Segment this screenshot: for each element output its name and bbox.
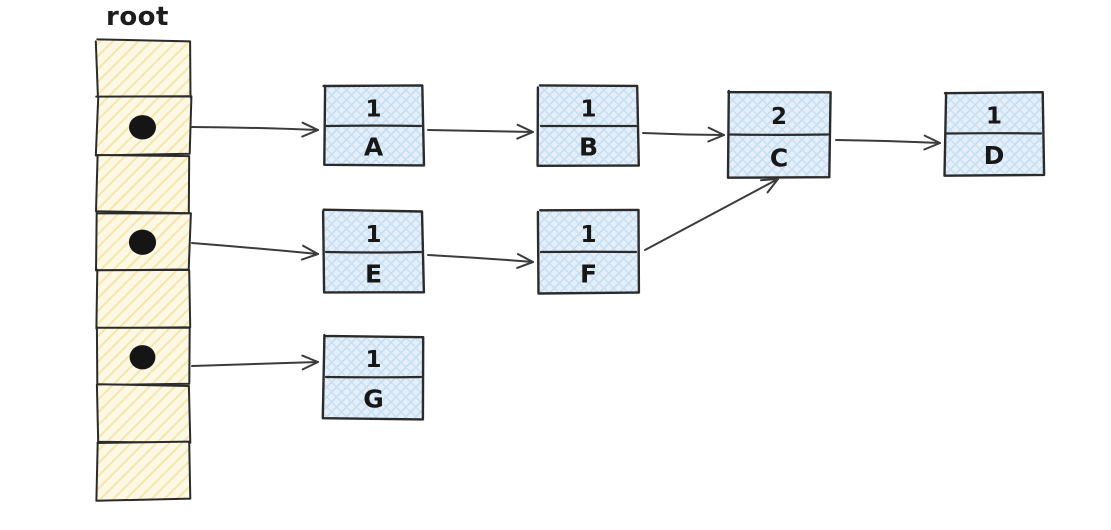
edge-root-cell-1-to-A	[191, 121, 319, 138]
node-A[interactable]: 1A	[322, 84, 426, 167]
node-A-letter: A	[364, 133, 384, 162]
edge-root-cell-3-to-E	[191, 242, 319, 261]
root-table-cell-0[interactable]	[94, 38, 192, 100]
node-D-count: 1	[986, 104, 1002, 130]
node-D[interactable]: 1D	[943, 91, 1046, 177]
node-D-letter: D	[984, 141, 1005, 170]
edge-B-to-C	[642, 126, 725, 143]
node-F-letter: F	[580, 259, 597, 288]
root-table-cell-2[interactable]	[95, 154, 191, 215]
root-table-cell-1[interactable]	[94, 95, 193, 157]
edge-E-to-F	[427, 253, 534, 269]
node-B-count: 1	[580, 96, 596, 122]
node-G-letter: G	[363, 384, 384, 413]
edge-A-to-B	[427, 123, 534, 140]
node-A-count: 1	[365, 96, 381, 122]
node-E-count: 1	[365, 222, 381, 248]
node-F[interactable]: 1F	[536, 208, 641, 295]
root-table	[94, 38, 193, 502]
root-table-cell-4[interactable]	[95, 268, 192, 330]
root-table-cell-7[interactable]	[95, 440, 192, 502]
pointer-dot	[129, 345, 156, 370]
node-G-count: 1	[365, 347, 381, 373]
node-B[interactable]: 1B	[536, 84, 640, 167]
node-C-letter: C	[770, 144, 788, 173]
node-F-count: 1	[580, 222, 596, 248]
edge-root-cell-5-to-G	[191, 354, 319, 371]
edge-F-to-C	[644, 178, 779, 251]
pointer-dot	[128, 229, 157, 255]
root-table-cell-5[interactable]	[95, 325, 191, 387]
node-E-letter: E	[365, 259, 382, 288]
node-B-letter: B	[579, 133, 598, 162]
node-C[interactable]: 2C	[726, 89, 832, 179]
node-E[interactable]: 1E	[321, 208, 426, 294]
edge-C-to-D	[835, 134, 941, 151]
node-G[interactable]: 1G	[321, 333, 425, 421]
pointer-dot	[129, 115, 156, 140]
node-C-count: 2	[771, 104, 787, 130]
root-table-cell-6[interactable]	[95, 383, 192, 444]
root-label: root	[106, 2, 169, 32]
edge-group	[191, 121, 941, 371]
root-table-cell-3[interactable]	[95, 210, 192, 272]
